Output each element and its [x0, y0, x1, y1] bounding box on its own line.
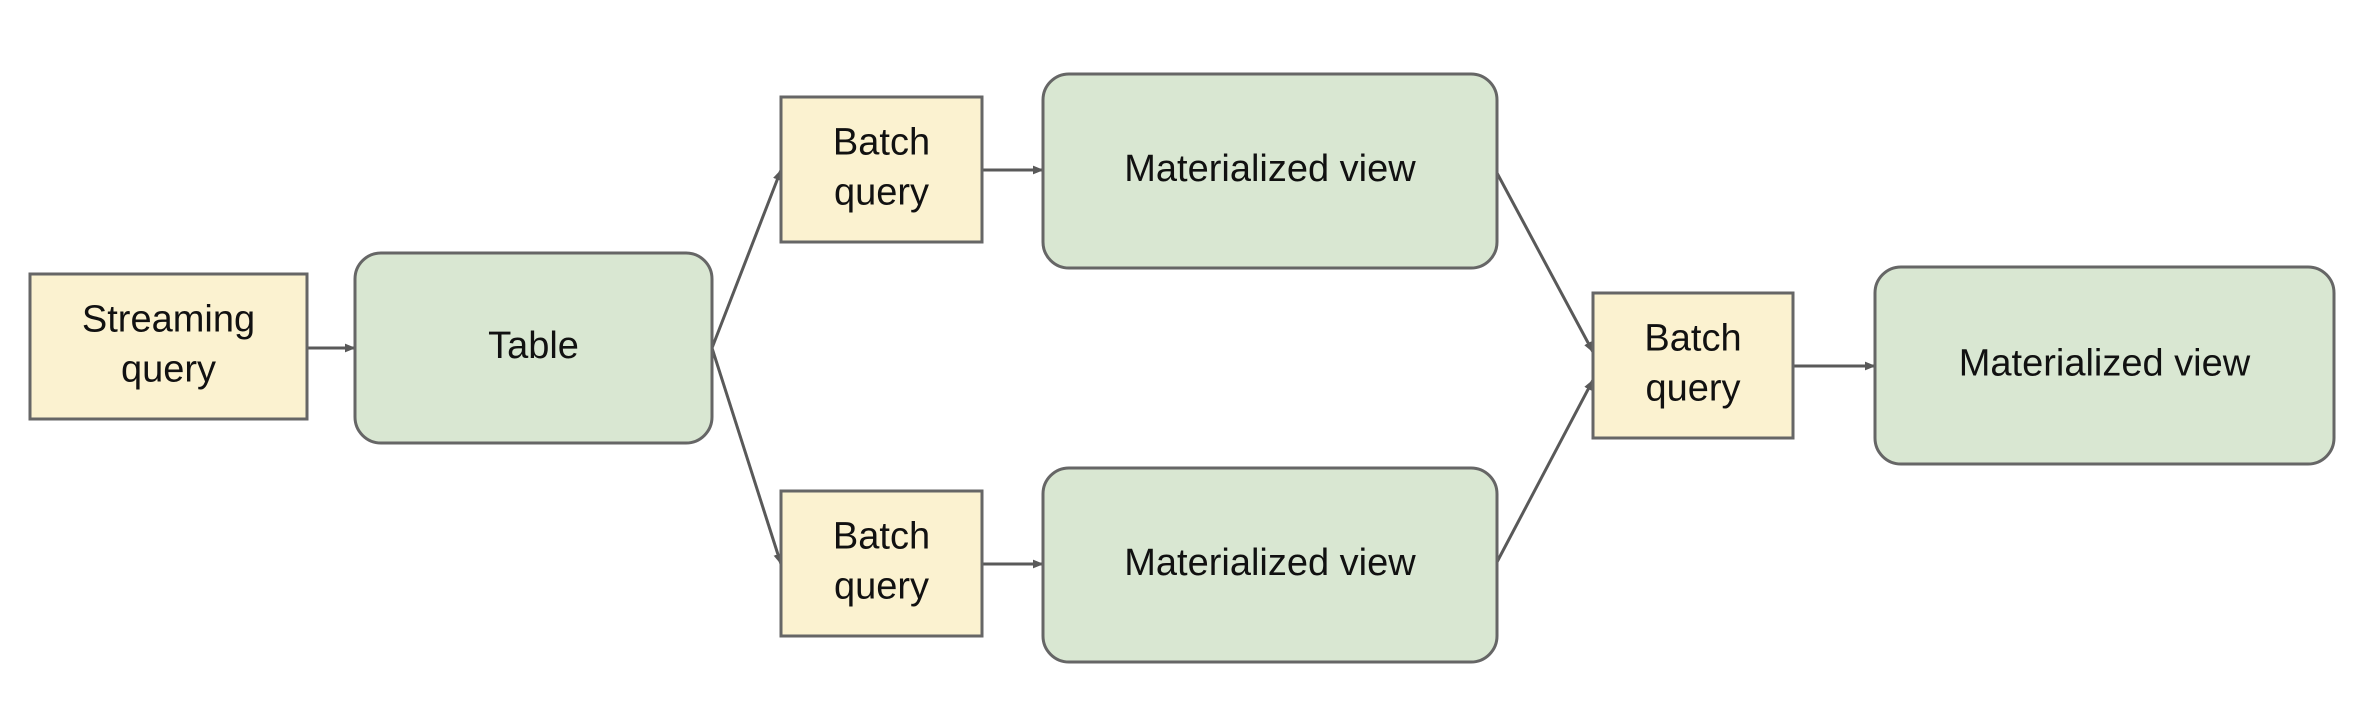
- node-shape-batch-query-bottom: [779, 489, 984, 638]
- node-shape-materialized-view-bottom: [1041, 466, 1499, 664]
- node-shape-materialized-view-top: [1041, 72, 1499, 270]
- node-label-materialized-view-right: Materialized view: [1959, 343, 2251, 385]
- node-materialized-view-right[interactable]: Materialized view: [1873, 265, 2336, 466]
- edge-table-to-batch-query-top: [710, 169, 783, 349]
- node-label-materialized-view-top: Materialized view: [1124, 148, 1416, 190]
- node-shape-table: [353, 251, 714, 445]
- edge-table-to-batch-query-bottom: [710, 347, 783, 565]
- node-shape-streaming-query: [28, 272, 309, 421]
- node-materialized-view-bottom[interactable]: Materialized view: [1041, 466, 1499, 664]
- node-label-table: Table: [488, 325, 579, 367]
- edge-materialized-view-top-to-batch-query-right: [1495, 172, 1595, 353]
- edge-materialized-view-bottom-to-batch-query-right: [1495, 379, 1595, 563]
- edges-layer: [307, 165, 1876, 569]
- node-shape-batch-query-right: [1591, 291, 1795, 440]
- node-label-materialized-view-bottom: Materialized view: [1124, 542, 1416, 584]
- node-shape-materialized-view-right: [1873, 265, 2336, 466]
- node-shape-batch-query-top: [779, 95, 984, 244]
- node-table[interactable]: Table: [353, 251, 714, 445]
- node-materialized-view-top[interactable]: Materialized view: [1041, 72, 1499, 270]
